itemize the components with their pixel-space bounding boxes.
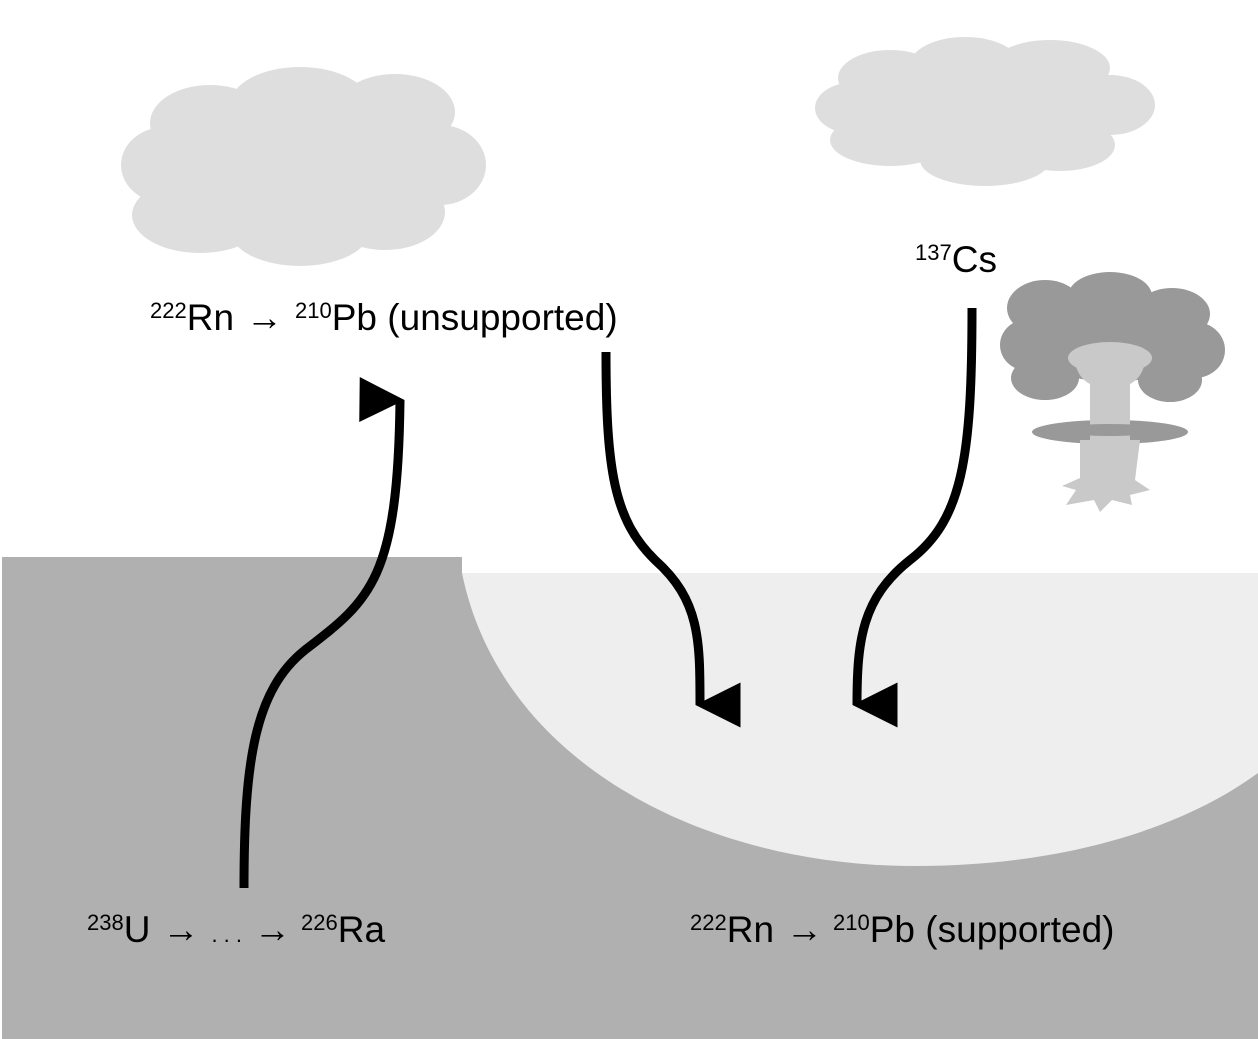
- unsupported-fallout-arrow: [601, 351, 741, 728]
- cloud-icon: [121, 67, 486, 266]
- cloud-icon: [815, 37, 1155, 186]
- mushroom-cloud-icon: [1000, 272, 1225, 512]
- label-uranium-series: 238U→. . .→226Ra: [87, 909, 385, 950]
- label-supported: 222Rn→210Pb (supported): [690, 909, 1115, 950]
- label-unsupported: 222Rn→210Pb (unsupported): [150, 297, 618, 338]
- cesium-fallout-arrow: [852, 307, 977, 728]
- label-cesium: 137Cs: [915, 239, 997, 280]
- radon-emanation-arrow: [239, 377, 405, 889]
